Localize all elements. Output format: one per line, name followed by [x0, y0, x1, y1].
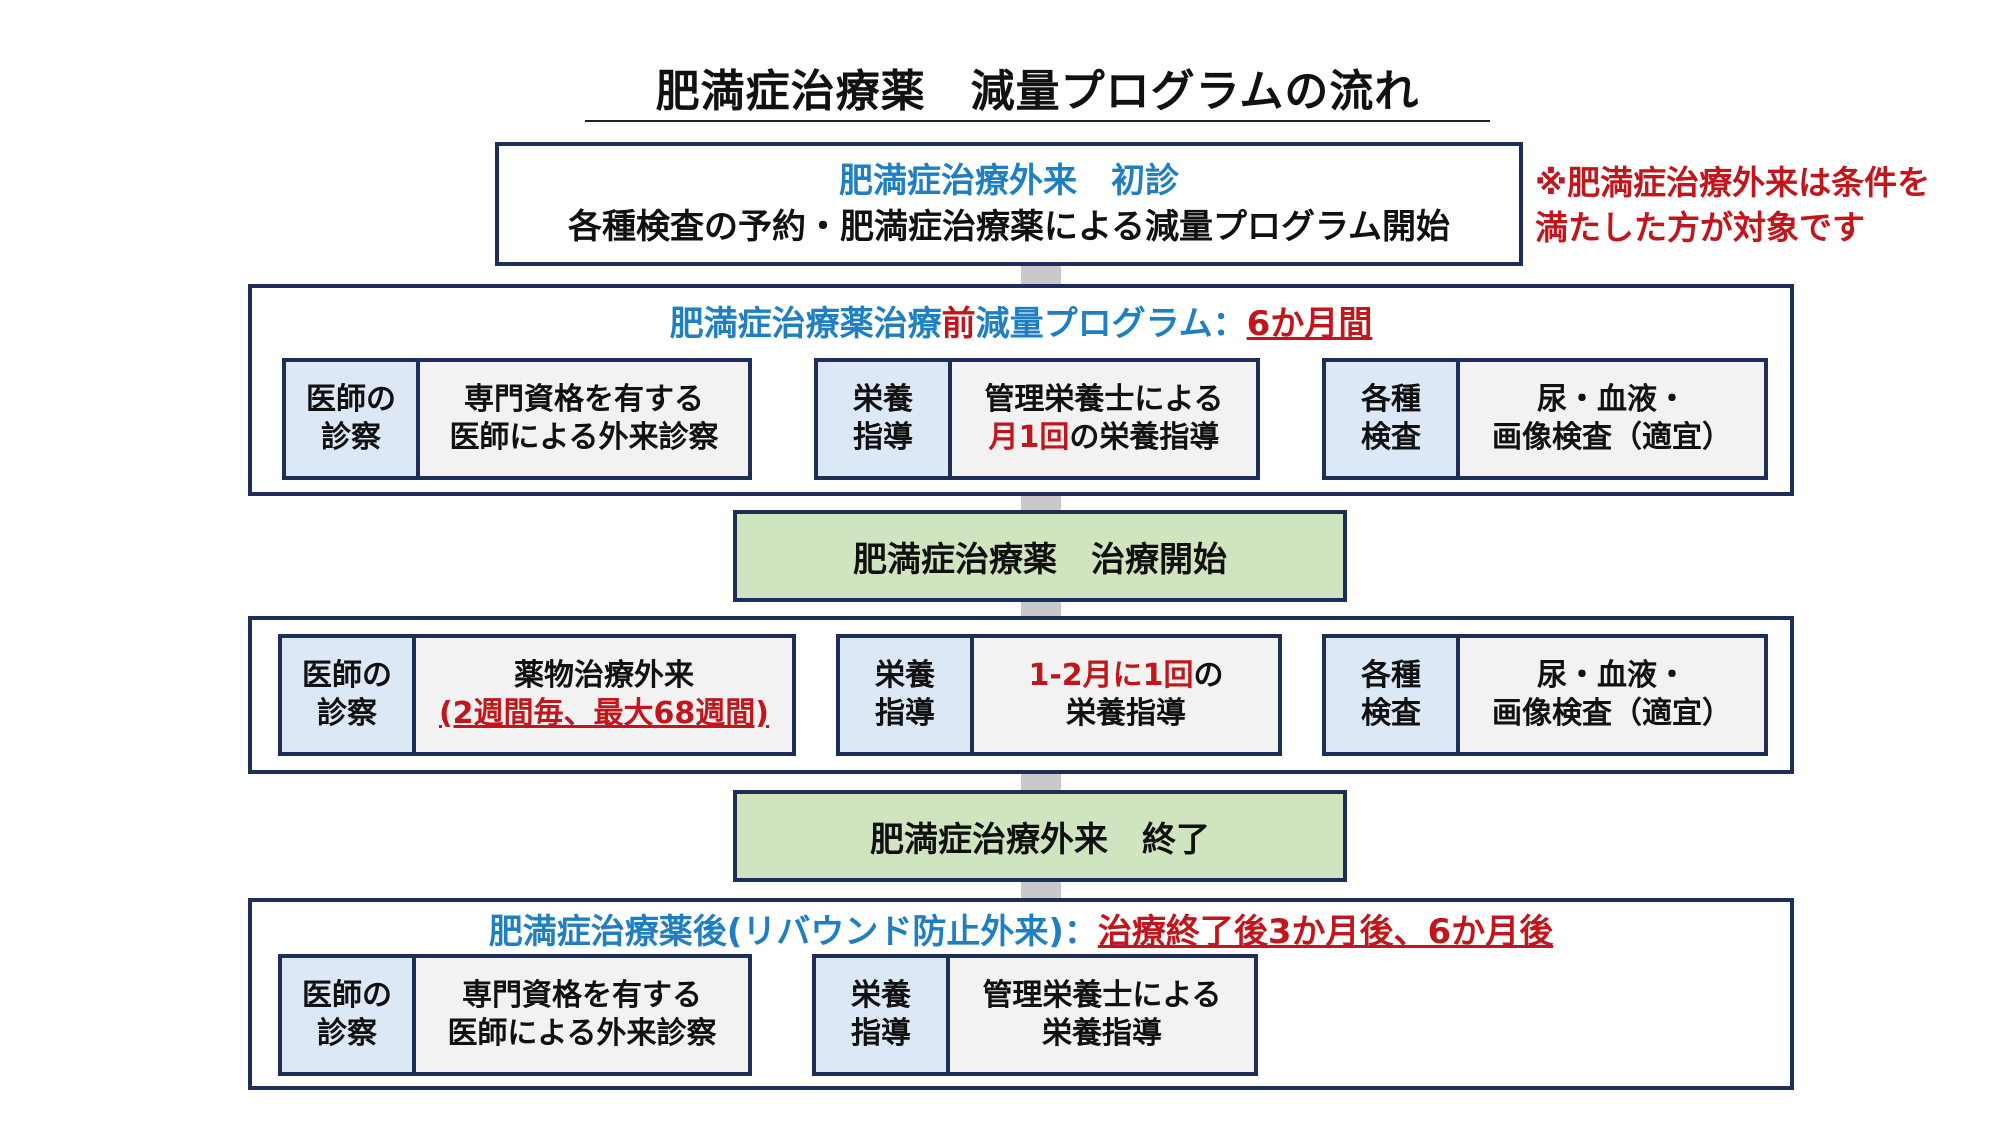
note-line-2: 満たした方が対象です — [1535, 208, 1865, 247]
connector-2 — [1021, 492, 1061, 514]
card-description: 尿・血液・画像検査（適宜） — [1492, 382, 1732, 455]
first-visit-body: 各種検査の予約・肥満症治療薬による減量プログラム開始 — [568, 207, 1450, 247]
card-description: 尿・血液・画像検査（適宜） — [1492, 658, 1732, 731]
treatment-doctor-card: 医師の診察 薬物治療外来(2週間毎、最大68週間) — [278, 634, 796, 756]
connector-1 — [1021, 262, 1061, 288]
card-label: 栄養指導 — [840, 638, 974, 752]
card-description: 1-2月に1回の栄養指導 — [1028, 658, 1224, 731]
pre-nutrition-card: 栄養指導 管理栄養士による月1回の栄養指導 — [814, 358, 1260, 480]
card-label: 医師の診察 — [282, 638, 416, 752]
pre-program-section: 肥満症治療薬治療前減量プログラム：6か月間 医師の診察 専門資格を有する医師によ… — [248, 284, 1794, 496]
card-description: 薬物治療外来(2週間毎、最大68週間) — [438, 658, 770, 731]
pre-program-title: 肥満症治療薬治療前減量プログラム：6か月間 — [669, 304, 1373, 344]
card-label: 各種検査 — [1326, 362, 1460, 476]
post-program-section: 肥満症治療薬後(リバウンド防止外来)：治療終了後3か月後、6か月後 医師の診察 … — [248, 898, 1794, 1090]
card-label: 医師の診察 — [282, 958, 416, 1072]
post-nutrition-card: 栄養指導 管理栄養士による栄養指導 — [812, 954, 1258, 1076]
treatment-section: 医師の診察 薬物治療外来(2週間毎、最大68週間) 栄養指導 1-2月に1回の栄… — [248, 616, 1794, 774]
card-description: 管理栄養士による栄養指導 — [982, 978, 1222, 1051]
eligibility-note: ※肥満症治療外来は条件を 満たした方が対象です — [1535, 160, 1995, 250]
card-label: 各種検査 — [1326, 638, 1460, 752]
outpatient-end-box: 肥満症治療外来 終了 — [733, 790, 1347, 882]
first-visit-title: 肥満症治療外来 初診 — [839, 161, 1179, 201]
card-label: 医師の診察 — [286, 362, 420, 476]
card-description: 専門資格を有する医師による外来診察 — [449, 382, 719, 455]
post-program-schedule: 治療終了後3か月後、6か月後 — [1097, 912, 1554, 952]
pre-doctor-card: 医師の診察 専門資格を有する医師による外来診察 — [282, 358, 752, 480]
post-doctor-card: 医師の診察 専門資格を有する医師による外来診察 — [278, 954, 752, 1076]
connector-4 — [1021, 772, 1061, 794]
card-label: 栄養指導 — [816, 958, 950, 1072]
card-description: 専門資格を有する医師による外来診察 — [447, 978, 717, 1051]
page-title: 肥満症治療薬 減量プログラムの流れ — [585, 66, 1490, 122]
card-label: 栄養指導 — [818, 362, 952, 476]
connector-5 — [1021, 880, 1061, 900]
pre-exam-card: 各種検査 尿・血液・画像検査（適宜） — [1322, 358, 1768, 480]
treatment-nutrition-card: 栄養指導 1-2月に1回の栄養指導 — [836, 634, 1282, 756]
pre-program-duration: 6か月間 — [1246, 304, 1373, 344]
treatment-start-box: 肥満症治療薬 治療開始 — [733, 510, 1347, 602]
card-description: 管理栄養士による月1回の栄養指導 — [984, 382, 1224, 455]
first-visit-box: 肥満症治療外来 初診 各種検査の予約・肥満症治療薬による減量プログラム開始 — [495, 142, 1523, 266]
post-program-title: 肥満症治療薬後(リバウンド防止外来)：治療終了後3か月後、6か月後 — [488, 912, 1554, 952]
connector-3 — [1021, 598, 1061, 620]
note-line-1: ※肥満症治療外来は条件を — [1535, 163, 1931, 202]
treatment-exam-card: 各種検査 尿・血液・画像検査（適宜） — [1322, 634, 1768, 756]
